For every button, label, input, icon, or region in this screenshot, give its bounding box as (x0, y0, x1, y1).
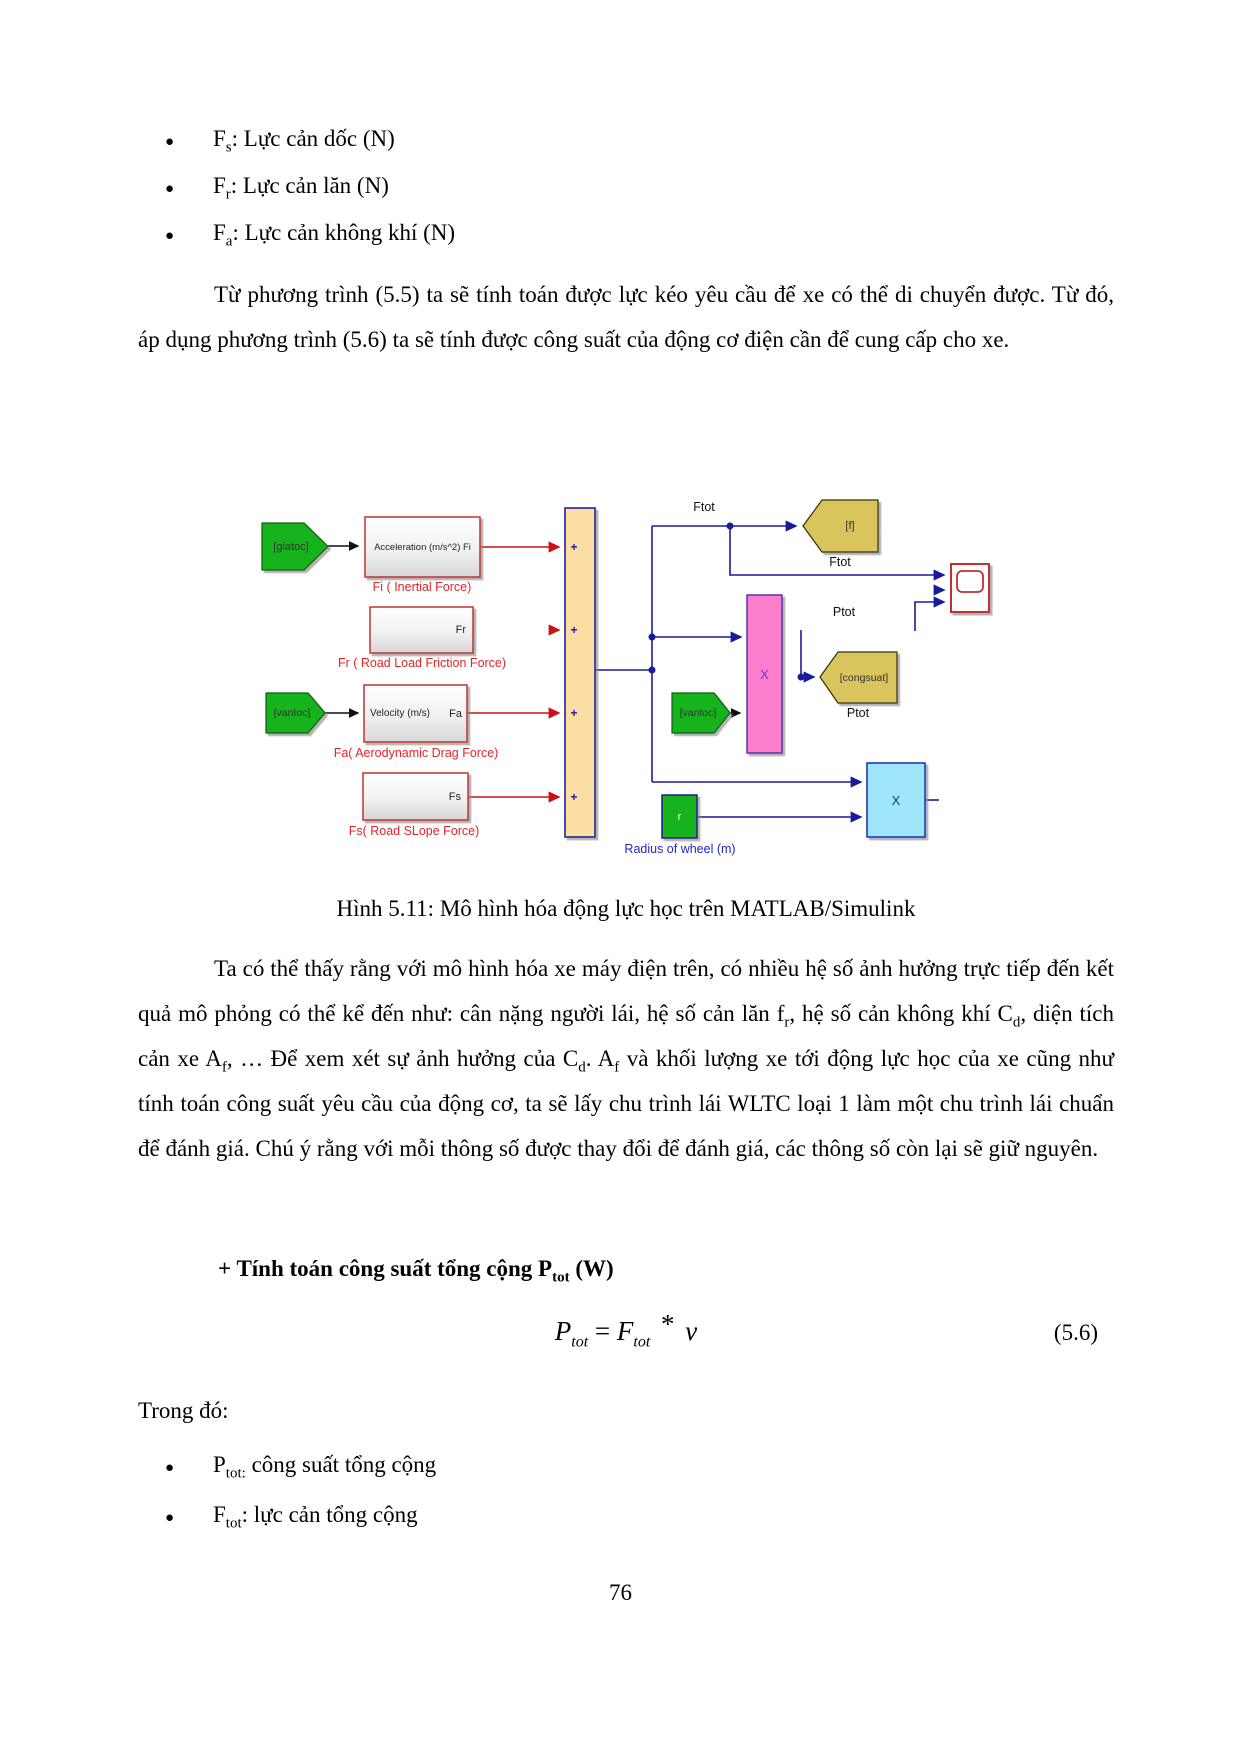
block-label-fr: Fr ( Road Load Friction Force) (337, 656, 507, 670)
acceleration-block-shape (364, 516, 481, 578)
equation-variable: v (685, 1316, 698, 1346)
sum-plus-sign: + (570, 790, 578, 804)
velocity-block-shape (363, 684, 468, 743)
equation-5-6: Ptot = Ftot * v (5.6) (138, 1309, 1114, 1360)
fs-block-text: Fs (448, 790, 461, 803)
radius-block-shape (661, 794, 698, 839)
velocity-block-outport-text: Fa (449, 707, 462, 720)
product-block-cyan-shape (866, 762, 926, 838)
force-definition-list: ● Fs: Lực cản dốc (N) ● Fr: Lực cản lăn … (165, 126, 455, 267)
simulink-figure: [giatoc] [vantoc] [vantoc] [f] [congsuat… (230, 440, 1120, 898)
list-item: ● Fa: Lực cản không khí (N) (165, 220, 455, 267)
signal-wires-red (467, 541, 561, 803)
list-item-text: Fs: Lực cản dốc (N) (213, 126, 395, 156)
diagram-canvas (261, 499, 990, 839)
wire-label-ptot: Ptot (832, 605, 856, 619)
fr-block-text: Fr (455, 624, 466, 636)
list-item-text: Fr: Lực cản lăn (N) (213, 173, 389, 203)
page-number: 76 (609, 1580, 632, 1605)
bullet-icon: ● (165, 228, 175, 244)
goto-tag-congsuat-label: [congsuat] (839, 671, 889, 684)
bullet-icon: ● (165, 1460, 175, 1476)
scope-screen-icon (956, 570, 984, 593)
list-item-text: Fa: Lực cản không khí (N) (213, 220, 456, 250)
goto-tag-f-shape (802, 499, 879, 553)
equation-lhs-sub: tot (571, 1333, 589, 1351)
block-label-fi: Fi ( Inertial Force) (372, 580, 472, 594)
equals-sign: = (594, 1316, 611, 1346)
velocity-block-inport-text: Velocity (m/s) (370, 708, 431, 719)
figure-caption: Hình 5.11: Mô hình hóa động lực học trên… (336, 896, 916, 921)
list-item: ● Fr: Lực cản lăn (N) (165, 173, 455, 220)
wire-junction-dots (648, 522, 805, 681)
where-label: Trong đó: (138, 1398, 229, 1423)
sum-plus-sign: + (570, 706, 578, 720)
sum-plus-sign: + (570, 540, 578, 554)
symbol-definition-list: ● Ptot: công suất tổng cộng ● Ftot: lực … (165, 1452, 436, 1552)
goto-tag-vantoc-shape (265, 692, 326, 734)
goto-tag-congsuat-shape (819, 651, 898, 704)
tag-shapes (261, 499, 898, 734)
acceleration-block-text: Acceleration (m/s^2) Fi (374, 541, 471, 553)
section-heading: + Tính toán công suất tổng cộng Ptot (W) (218, 1256, 614, 1286)
bullet-icon: ● (165, 1510, 175, 1526)
block-label-fs: Fs( Road SLope Force) (348, 824, 480, 838)
from-tag-vantoc-label: [vantoc] (679, 707, 717, 719)
tag-label-ftot: Ftot (829, 555, 851, 569)
list-item-text: Ptot: công suất tổng cộng (213, 1452, 437, 1482)
sum-block-shape (564, 507, 596, 838)
sum-plus-sign: + (570, 623, 578, 637)
goto-tag-f-label: [f] (845, 520, 855, 532)
block-label-fa: Fa( Aerodynamic Drag Force) (333, 746, 499, 760)
product-cyan-sign: X (891, 792, 901, 808)
bullet-icon: ● (165, 134, 175, 150)
wire-label-ftot: Ftot (693, 500, 715, 514)
from-tag-vantoc-shape (671, 692, 731, 734)
list-item: ● Ptot: công suất tổng cộng (165, 1452, 436, 1502)
fr-block-shape (369, 606, 474, 654)
goto-tag-vantoc-label: [vantoc] (273, 707, 311, 719)
product-block-pink-shape (746, 594, 783, 754)
product-pink-sign: X (760, 666, 769, 682)
fs-block-shape (362, 772, 469, 821)
equation-rhs: F (616, 1316, 634, 1346)
paragraph: Từ phương trình (5.5) ta sẽ tính toán đư… (138, 282, 1114, 352)
list-item: ● Ftot: lực cản tổng cộng (165, 1502, 436, 1552)
list-item: ● Fs: Lực cản dốc (N) (165, 126, 455, 173)
equation-lhs: P (554, 1316, 572, 1346)
bullet-icon: ● (165, 181, 175, 197)
signal-wires-black (325, 541, 742, 718)
tag-label-ptot: Ptot (846, 706, 870, 720)
equation-rhs-sub: tot (633, 1333, 651, 1351)
goto-tag-giatoc-shape (261, 522, 329, 571)
paragraph: Ta có thể thấy rằng với mô hình hóa xe m… (138, 956, 1115, 1161)
block-label-radius: Radius of wheel (m) (624, 842, 736, 856)
radius-block-text: r (677, 810, 682, 823)
list-item-text: Ftot: lực cản tổng cộng (213, 1502, 418, 1532)
block-shapes (362, 507, 990, 839)
equation-number: (5.6) (1053, 1320, 1098, 1345)
multiply-sign: * (661, 1309, 675, 1339)
goto-tag-giatoc-label: [giatoc] (273, 540, 309, 553)
signal-wires-blue (595, 520, 946, 823)
